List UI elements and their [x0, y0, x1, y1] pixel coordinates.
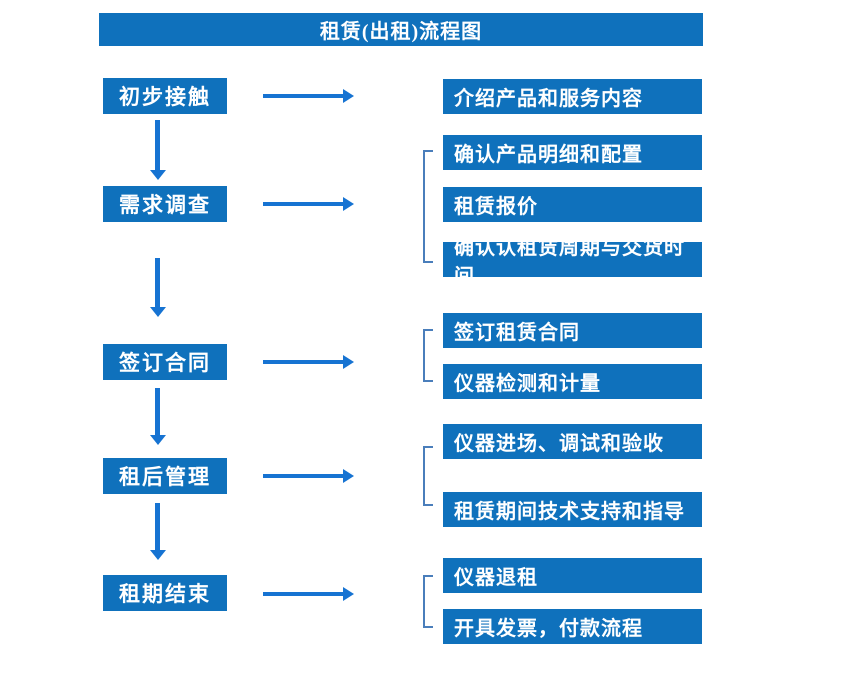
detail-box-instrument-testing: 仪器检测和计量 — [443, 364, 702, 399]
stage-box-initial-contact: 初步接触 — [103, 78, 227, 114]
detail-box-introduce-products: 介绍产品和服务内容 — [443, 79, 702, 114]
stage-box-sign-contract: 签订合同 — [103, 344, 227, 380]
detail-box-sign-rental-contract: 签订租赁合同 — [443, 313, 702, 348]
bracket-group-sign-contract — [423, 329, 433, 382]
stage-box-post-rental-management: 租后管理 — [103, 458, 227, 494]
arrow-down-icon-4 — [150, 503, 166, 560]
stage-box-rental-end: 租期结束 — [103, 575, 227, 611]
arrow-right-icon-1 — [263, 89, 354, 103]
arrow-down-icon-3 — [150, 388, 166, 445]
stage-box-demand-survey: 需求调查 — [103, 186, 227, 222]
detail-box-rental-quote: 租赁报价 — [443, 187, 702, 222]
arrow-right-icon-5 — [263, 587, 354, 601]
arrow-down-icon-2 — [150, 258, 166, 317]
detail-box-confirm-rental-period: 确认认租赁周期与交货时间 — [443, 237, 702, 288]
diagram-title: 租赁(出租)流程图 — [99, 13, 703, 46]
bracket-group-post-rental — [423, 446, 433, 506]
detail-box-instrument-return: 仪器退租 — [443, 558, 702, 593]
arrow-down-icon-1 — [150, 120, 166, 180]
arrow-right-icon-4 — [263, 469, 354, 483]
detail-box-instrument-entry: 仪器进场、调试和验收 — [443, 424, 702, 459]
detail-box-confirm-product-config: 确认产品明细和配置 — [443, 135, 702, 170]
detail-box-invoice-payment: 开具发票，付款流程 — [443, 609, 702, 644]
arrow-right-icon-2 — [263, 197, 354, 211]
arrow-right-icon-3 — [263, 355, 354, 369]
detail-box-rental-tech-support: 租赁期间技术支持和指导 — [443, 492, 702, 527]
bracket-group-rental-end — [423, 575, 433, 628]
bracket-group-demand-survey — [423, 150, 433, 263]
